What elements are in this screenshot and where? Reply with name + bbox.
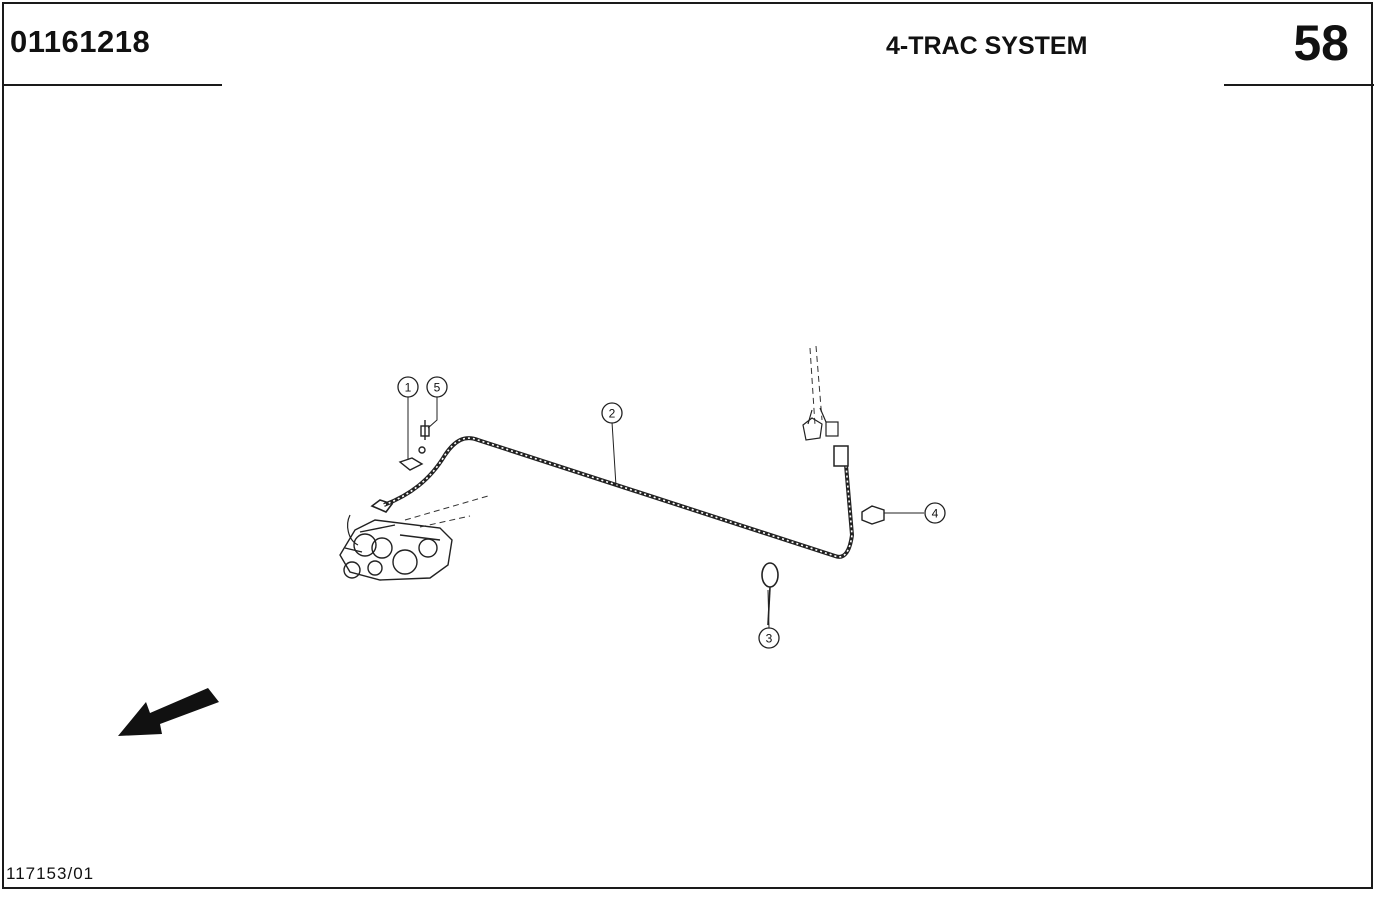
callout-3: 3 [758, 627, 780, 649]
callout-label: 2 [609, 407, 616, 421]
callout-2: 2 [601, 402, 623, 424]
header-rule-right [1224, 84, 1374, 86]
connector-plugs [802, 407, 839, 441]
clip-part [861, 505, 885, 525]
callout-label: 4 [932, 507, 939, 521]
leader-lines [407, 396, 924, 629]
valve-block-illustration [339, 499, 453, 581]
callout-label: 5 [434, 381, 441, 395]
part-code: 01161218 [10, 24, 151, 59]
callout-4: 4 [924, 502, 946, 524]
page-number: 58 [1293, 15, 1349, 71]
bracket-and-bolt [398, 420, 430, 471]
drawing-reference: 117153/01 [6, 864, 95, 883]
cable-harness [383, 436, 855, 559]
cable-tie-part [761, 562, 779, 626]
header-rule-left [2, 84, 222, 86]
callout-label: 3 [766, 632, 773, 646]
dashed-reference-lines [404, 345, 823, 528]
callout-5: 5 [426, 376, 448, 398]
callout-1: 1 [397, 376, 419, 398]
page-title: 4-TRAC SYSTEM [886, 32, 1088, 60]
callout-label: 1 [405, 381, 412, 395]
direction-arrow-icon [118, 688, 219, 736]
